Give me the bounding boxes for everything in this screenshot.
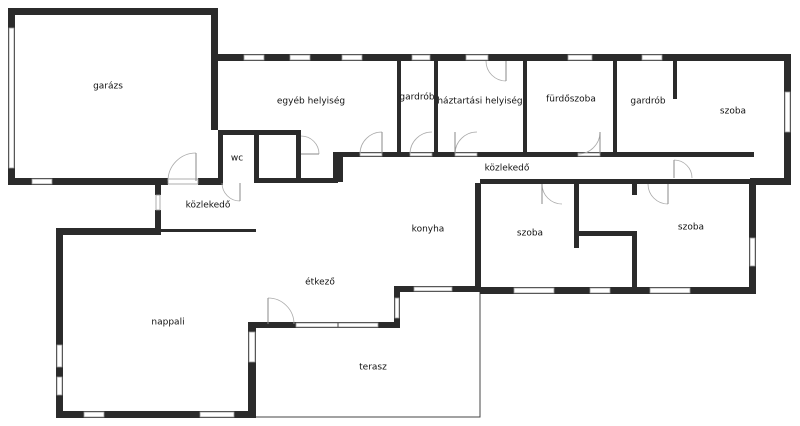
label-other-room: egyéb helyiség: [277, 96, 345, 107]
top-window: [243, 54, 265, 61]
top-window: [289, 54, 311, 61]
top-window: [567, 54, 593, 61]
garage-walls: [8, 8, 218, 185]
bedroom-walls: [480, 180, 756, 294]
label-terrace: terasz: [359, 363, 387, 373]
terrace-outline: [256, 292, 481, 418]
garage-window-bottom: [31, 178, 53, 185]
label-bathroom: fürdőszoba: [546, 95, 596, 105]
top-window: [341, 54, 363, 61]
bedroom-window: [649, 287, 691, 294]
top-wing-partitions: [397, 61, 677, 155]
right-window: [784, 91, 791, 133]
label-utility-room: háztartási helyiség: [437, 96, 522, 107]
bedroom-window: [749, 237, 756, 267]
label-hallway-2: közlekedő: [485, 164, 530, 174]
garage-door: [167, 178, 199, 185]
bedroom-window: [589, 287, 611, 294]
top-window: [641, 54, 663, 61]
label-living-room: nappali: [151, 318, 184, 328]
label-kitchen: konyha: [412, 225, 445, 235]
label-hallway-1: közlekedő: [186, 201, 231, 211]
bedroom-window: [513, 287, 555, 294]
label-wardrobe-1: gardrób: [399, 92, 434, 103]
garage-door-swing: [167, 152, 197, 182]
living-window: [248, 331, 256, 363]
label-bedroom-1: szoba: [720, 107, 746, 117]
corridor-walls: [338, 152, 754, 184]
top-window: [411, 54, 431, 61]
wc-walls: [218, 130, 338, 185]
label-wardrobe-2: gardrób: [630, 96, 665, 107]
label-garage: garázs: [93, 82, 123, 92]
living-window: [56, 376, 63, 396]
label-bedroom-3: szoba: [678, 223, 704, 233]
label-wc: wc: [231, 154, 243, 164]
top-window: [465, 54, 489, 61]
label-dining: étkező: [305, 277, 335, 288]
living-window: [199, 411, 235, 418]
living-window: [83, 411, 105, 418]
living-window: [56, 344, 63, 368]
label-bedroom-2: szoba: [517, 229, 543, 239]
hallway-walls: [155, 185, 256, 235]
garage-window-left: [8, 27, 15, 169]
dining-glass-door: [295, 322, 379, 328]
